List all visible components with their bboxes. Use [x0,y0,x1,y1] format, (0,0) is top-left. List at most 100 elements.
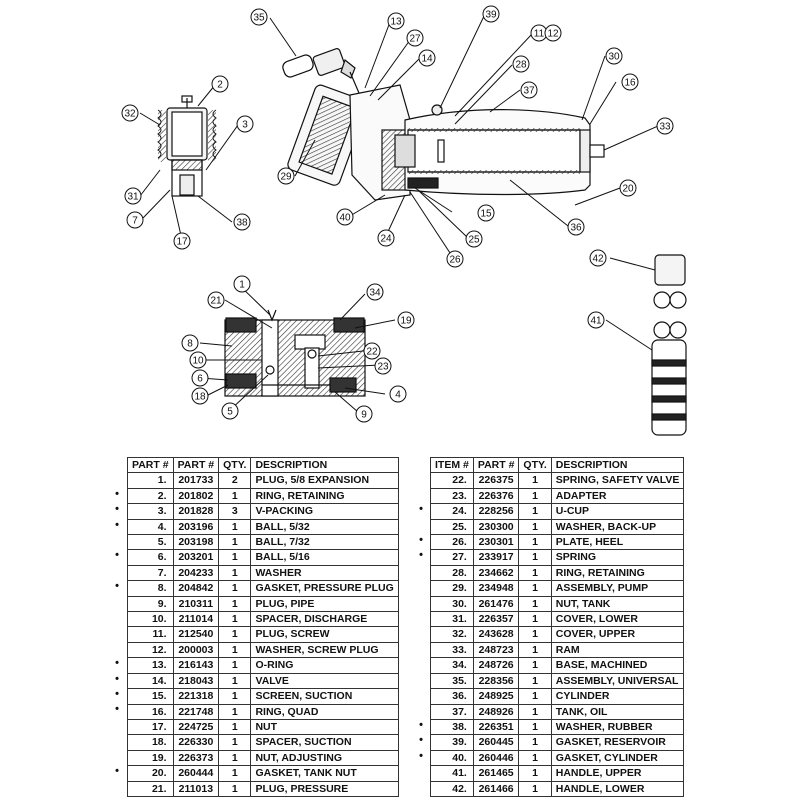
cell-desc: ASSEMBLY, PUMP [550,580,685,597]
cell-item: 9. [127,595,174,613]
cell-qty: 3 [218,503,252,520]
column-header: PART # [127,456,174,474]
cell-item: 36. [430,688,474,705]
cell-item: 39. [430,734,474,751]
callout-number: 9 [361,410,367,421]
callout-circle [363,342,381,360]
column-header: ITEM # [430,456,474,474]
callout-circle [233,275,251,293]
callout-number: 39 [485,10,497,21]
callout-number: 10 [192,356,204,367]
callout-circle [211,75,229,93]
cell-qty: 1 [518,703,552,720]
cell-desc: BALL, 5/16 [250,549,399,566]
callout-number: 27 [409,34,421,45]
cell-item: 34. [430,657,474,674]
cell-qty: 1 [518,749,552,767]
cell-qty: 1 [518,472,552,489]
cell-part: 248723 [472,641,520,659]
callout-circle [587,311,605,329]
wear-part-bullet: • [419,503,423,516]
callout-number: 30 [608,52,620,63]
leader-lines [139,13,659,413]
cell-qty: 1 [218,734,252,751]
cell-desc: RING, RETAINING [550,564,685,582]
cell-qty: 1 [218,657,252,674]
callout-circle [250,8,268,26]
callout-number: 20 [622,184,634,195]
cell-qty: 1 [218,703,252,720]
callout-number: 14 [421,54,433,65]
callout-circle [355,405,373,423]
cell-desc: BALL, 7/32 [250,534,399,551]
callout-circle [446,250,464,268]
column-header: PART # [472,456,520,474]
callout-number: 16 [624,78,636,89]
callout-number: 32 [124,109,136,120]
cell-qty: 1 [218,534,252,551]
cell-item: 6. [127,549,174,566]
cell-item: 33. [430,641,474,659]
cell-qty: 1 [518,564,552,582]
callout-circle [387,12,405,30]
cell-qty: 2 [218,472,252,489]
column-header: PART # [172,456,220,474]
callout-number: 15 [480,209,492,220]
cell-qty: 1 [518,487,552,505]
cell-desc: COVER, UPPER [550,626,685,643]
base-valve-block-drawing [224,309,366,397]
callout-circle [377,229,395,247]
wear-part-bullet: • [115,657,119,670]
callout-number: 12 [547,29,559,40]
cell-item: 20. [127,765,174,782]
callout-number: 29 [280,172,292,183]
cell-item: 3. [127,503,174,520]
cell-item: 35. [430,672,474,690]
cell-desc: WASHER, SCREW PLUG [250,641,399,659]
cell-qty: 1 [218,549,252,566]
cell-item: 1. [127,472,174,489]
callout-number: 1 [239,280,245,291]
cell-item: 11. [127,626,174,643]
callout-circle [512,55,530,73]
callout-number: 11 [534,29,545,40]
cell-part: 230301 [472,534,520,551]
cell-qty: 1 [518,595,552,613]
cell-desc: RING, RETAINING [250,487,399,505]
cell-part: 260446 [472,749,520,767]
cell-part: 201733 [172,472,220,489]
cell-item: 26. [430,534,474,551]
callout-number: 18 [194,392,206,403]
cell-desc: GASKET, CYLINDER [550,749,685,767]
cell-qty: 1 [218,765,252,782]
cell-part: 233917 [472,549,520,566]
callout-number: 19 [400,316,412,327]
callout-number: 17 [176,237,188,248]
wear-part-bullet: • [419,749,423,762]
callout-number: 4 [395,390,401,401]
cell-item: 18. [127,734,174,751]
callout-number: 41 [590,316,602,327]
callout-number: 33 [659,122,671,133]
cell-desc: RING, QUAD [250,703,399,720]
callout-number: 21 [210,296,222,307]
cell-qty: 1 [218,780,252,797]
cell-part: 226376 [472,487,520,505]
wear-part-bullet: • [115,487,119,500]
cell-desc: O-RING [250,657,399,674]
callout-circle [207,291,225,309]
